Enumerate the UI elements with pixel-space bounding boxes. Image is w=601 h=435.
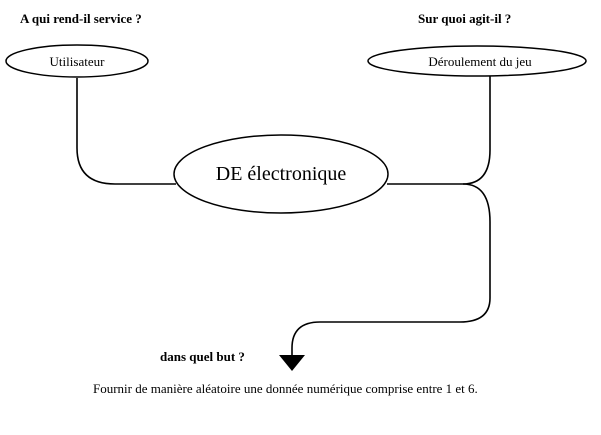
node-user-ellipse [5, 44, 149, 78]
goal-arrowhead [279, 355, 305, 371]
connector-goal [291, 183, 491, 356]
question-why: dans quel but ? [160, 349, 245, 364]
question-who: A qui rend-il service ? [20, 11, 142, 26]
node-user-label: Utilisateur [50, 54, 106, 69]
question-what: Sur quoi agit-il ? [418, 11, 511, 26]
product-label: DE électronique [216, 163, 347, 185]
node-game-ellipse [367, 45, 587, 77]
connector-game [387, 76, 491, 185]
node-game-label: Déroulement du jeu [428, 54, 532, 69]
product-ellipse [173, 134, 389, 214]
goal-statement: Fournir de manière aléatoire une donnée … [93, 381, 478, 396]
connector-user [76, 78, 176, 185]
